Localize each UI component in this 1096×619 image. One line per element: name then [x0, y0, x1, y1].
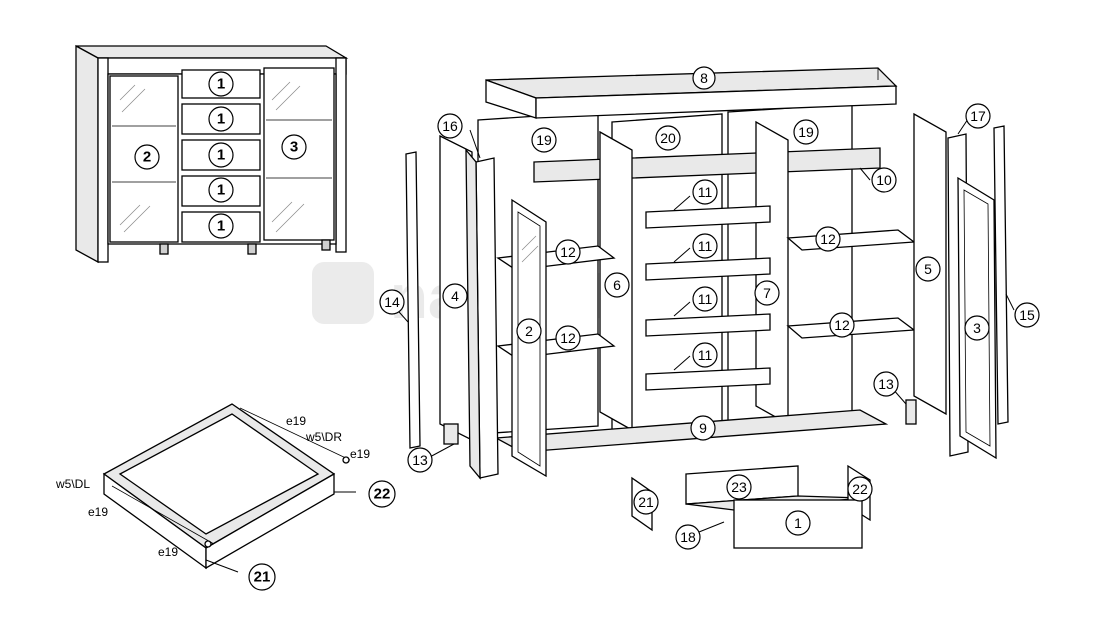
callout-label: 19	[798, 124, 814, 140]
cabinet-left-door	[109, 75, 179, 243]
callout-label: 3	[290, 139, 298, 156]
top-board-front	[535, 85, 897, 119]
callout-label: 13	[878, 376, 894, 392]
cabinet-foot	[321, 239, 331, 251]
callout-label: 8	[700, 70, 708, 86]
callout-label: 2	[143, 149, 151, 166]
hardware-label: e19	[350, 447, 370, 461]
callout-label: 1	[217, 111, 225, 128]
drawer-with-slides	[102, 403, 356, 573]
drawer-parts	[631, 464, 871, 549]
callout-label: 11	[698, 184, 713, 200]
hardware-label: e19	[158, 545, 178, 559]
drawer-box-front	[205, 472, 335, 570]
drawer-slide-labels: e19 w5\DR e19 w5\DL e19 e19 22 21	[55, 414, 396, 591]
callout-label: 19	[536, 132, 552, 148]
callout-label: 15	[1019, 307, 1035, 323]
strip-right	[993, 125, 1009, 425]
drawer-rail	[645, 367, 771, 391]
callout-label: 12	[820, 231, 836, 247]
callout-label: 12	[560, 330, 576, 346]
exploded-callouts: 8 16 19 20 19 17 10 11 11 11 11 12 12 12…	[379, 66, 1040, 473]
cabinet-left-side	[75, 44, 99, 264]
cabinet-foot	[247, 243, 257, 255]
hardware-label: e19	[286, 414, 306, 428]
drawer-rail	[645, 313, 771, 337]
cabinet-callouts: 1 1 1 1 1 2 3	[134, 71, 307, 239]
callout-label: 14	[384, 294, 400, 310]
callout-label: 16	[442, 118, 458, 134]
callout-label: 10	[876, 172, 892, 188]
cabinet-foot	[159, 243, 169, 255]
cabinet-top-surface	[75, 45, 349, 59]
drawer-box-inner	[118, 413, 320, 535]
callout-label: 18	[680, 529, 696, 545]
callout-label: 11	[698, 291, 713, 307]
callout-label: 12	[560, 244, 576, 260]
exploded-leaders	[391, 115, 1015, 459]
hardware-label: w5\DL	[55, 477, 90, 491]
drawer-rail	[645, 257, 771, 281]
callout-label: 21	[254, 569, 271, 586]
callout-label: 20	[660, 130, 676, 146]
callout-label: 5	[924, 261, 932, 277]
hardware-label: w5\DR	[305, 430, 342, 444]
drawer-callouts: 21 23 22 18 1	[633, 474, 873, 550]
callout-label: 21	[638, 494, 654, 510]
callout-label: 22	[374, 486, 391, 503]
strip-left	[405, 151, 421, 449]
post-left-side	[465, 148, 481, 480]
drawer-rail	[645, 205, 771, 229]
callout-label: 22	[852, 481, 868, 497]
callout-label: 1	[217, 182, 225, 199]
callout-label: 1	[217, 76, 225, 93]
cabinet-left-post	[97, 57, 109, 263]
cabinet-right-post	[335, 57, 347, 253]
mounting-plate	[443, 423, 459, 445]
callout-label: 23	[731, 479, 747, 495]
callout-label: 7	[763, 285, 771, 301]
callout-label: 9	[699, 420, 707, 436]
callout-label: 1	[217, 218, 225, 235]
hardware-label: e19	[88, 505, 108, 519]
callout-label: 11	[698, 347, 713, 363]
callout-label: 11	[698, 238, 713, 254]
callout-label: 13	[412, 452, 428, 468]
watermark-logo-icon	[312, 262, 374, 324]
callout-label: 17	[970, 108, 986, 124]
callout-label: 1	[794, 515, 802, 531]
mounting-plate	[905, 399, 917, 425]
callout-label: 4	[451, 288, 459, 304]
callout-label: 6	[613, 277, 621, 293]
callout-label: 1	[217, 147, 225, 164]
callout-label: 2	[525, 323, 533, 339]
callout-label: 3	[973, 320, 981, 336]
callout-label: 12	[834, 317, 850, 333]
